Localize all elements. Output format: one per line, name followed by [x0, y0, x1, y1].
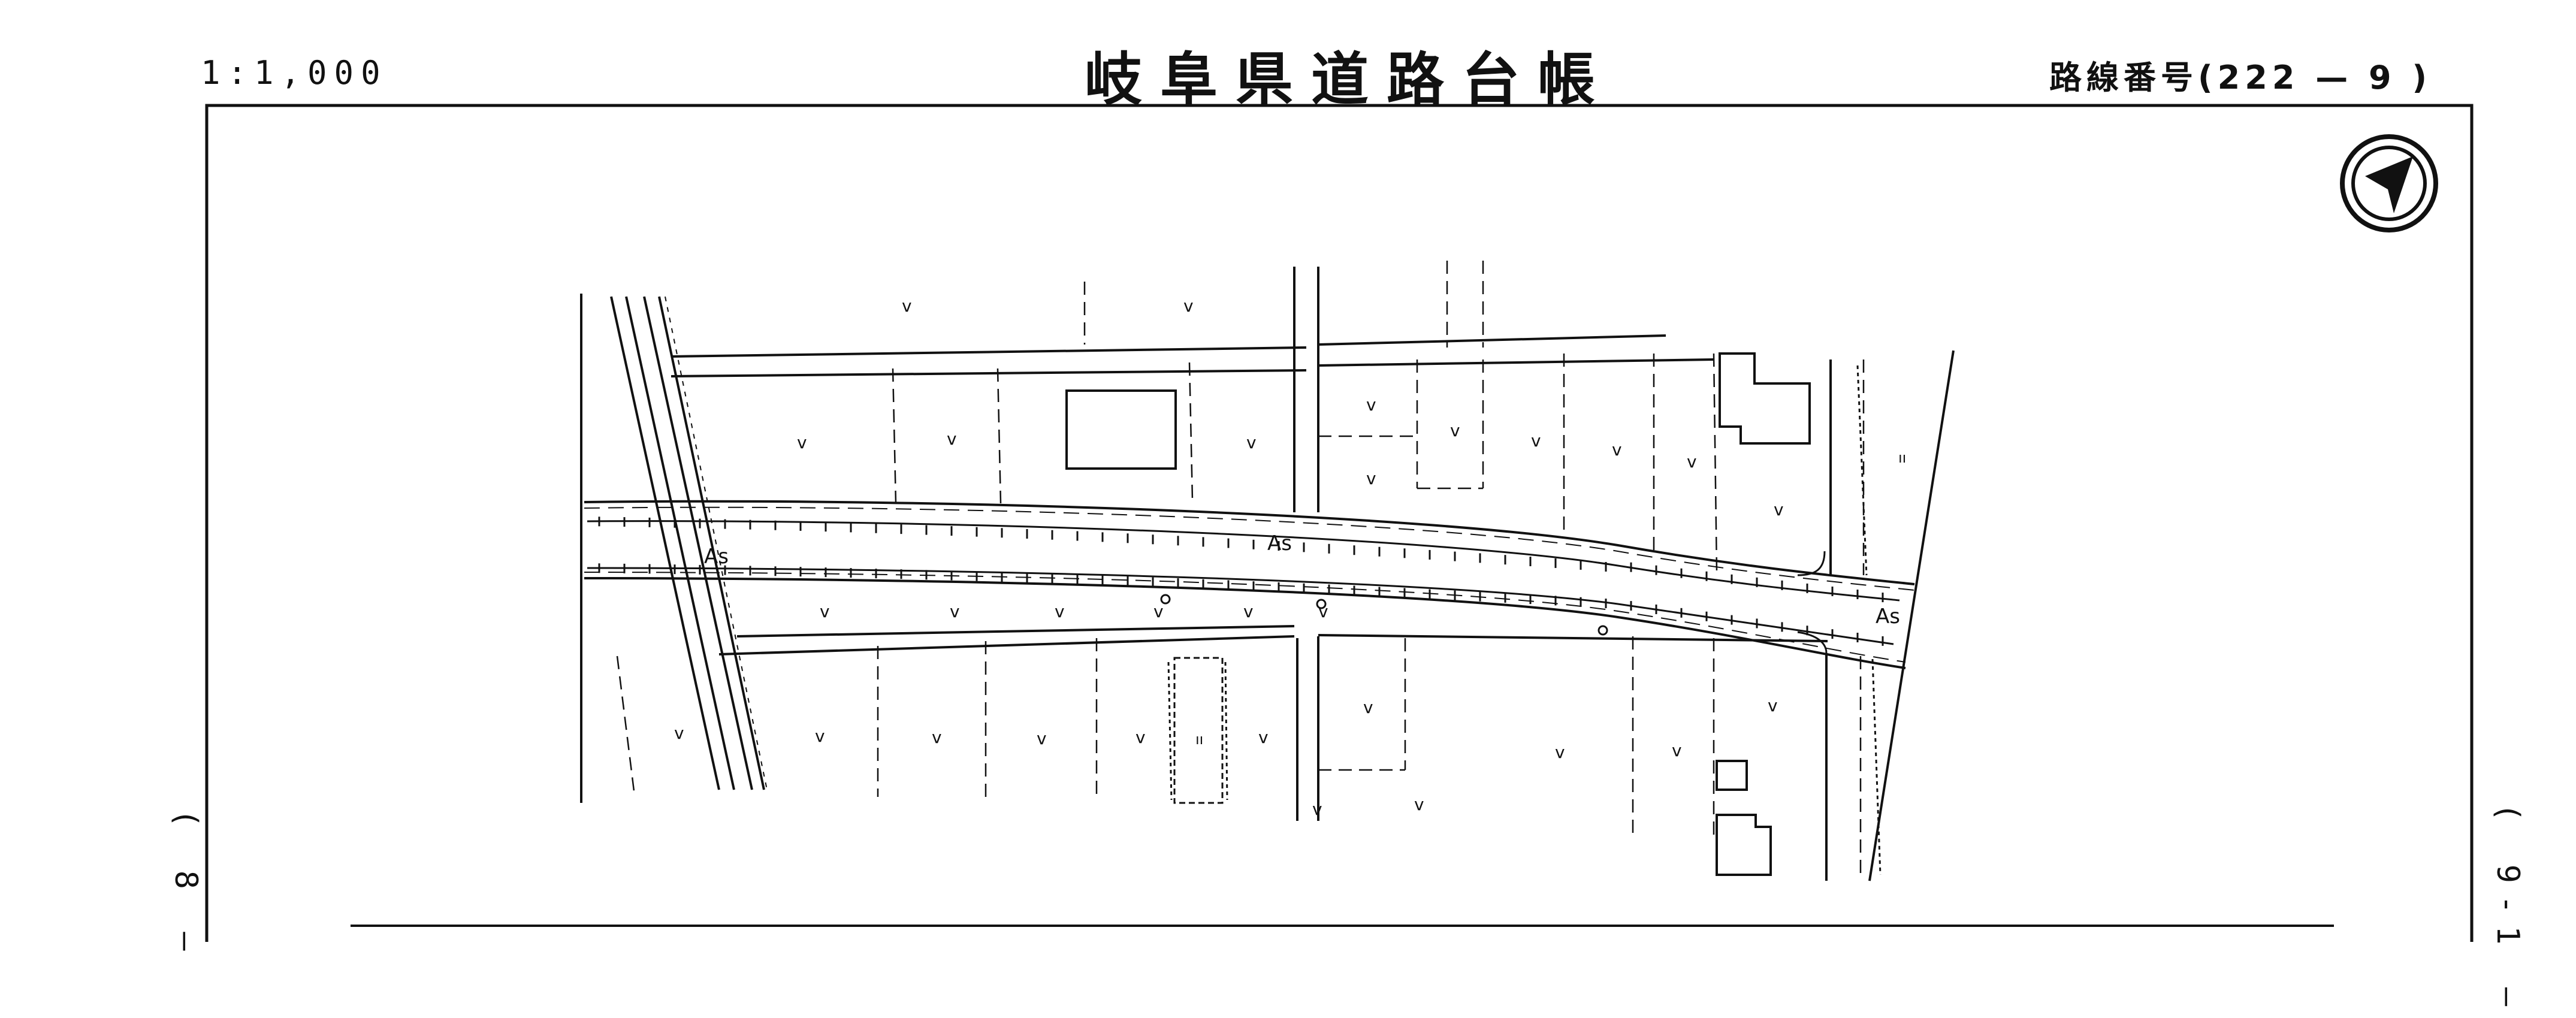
land-use-symbol: v [1243, 602, 1254, 621]
fence-hatching [1167, 365, 1882, 875]
land-use-symbol: v [1774, 500, 1784, 519]
railway [610, 296, 768, 790]
land-use-symbol: v [1055, 602, 1065, 621]
route-number: 路線番号(222 — 9 ) [2049, 59, 2432, 96]
land-use-symbols: v v v v v v v v v v v v v v v v v v v v v v v v v v v v v v [674, 296, 1784, 819]
land-use-symbol: v [1136, 727, 1146, 747]
page-title: 岐阜県道路台帳 [1085, 46, 1613, 113]
pavement-label-as: As [1267, 531, 1292, 555]
land-use-symbol: v [1318, 602, 1328, 621]
land-use-symbol: v [1687, 452, 1697, 472]
land-use-symbol: v [820, 602, 830, 621]
parcel-boundaries [616, 261, 1865, 875]
map-scale: 1:1,000 [201, 54, 388, 92]
land-use-symbol: v [1414, 795, 1424, 814]
land-use-symbol: v [1153, 602, 1164, 621]
land-use-symbol: v [674, 723, 684, 743]
service-roads [671, 334, 1828, 655]
land-use-symbol: v [950, 602, 960, 621]
land-use-symbol: v [1768, 696, 1778, 715]
curb-ticks [598, 516, 1884, 646]
side-streets [580, 267, 1955, 881]
building [1173, 657, 1224, 804]
land-use-symbol: v [1366, 395, 1376, 415]
manhole-icon [1597, 625, 1608, 636]
land-use-symbol: v [1183, 296, 1194, 316]
land-use-symbol: v [1037, 729, 1047, 748]
land-use-symbol: v [1258, 727, 1269, 747]
building [1716, 760, 1748, 791]
land-use-symbol: v [902, 296, 912, 316]
north-arrow-icon [2340, 134, 2438, 232]
land-use-symbol: v [1366, 469, 1376, 488]
land-use-symbol: v [1531, 431, 1541, 451]
pavement-label-as: As [704, 545, 729, 569]
land-use-symbol: v [1672, 741, 1682, 760]
road-edges [584, 500, 1915, 669]
land-use-symbol: v [797, 433, 807, 452]
manhole-icon [1160, 594, 1171, 605]
grass-symbol: ıı [1898, 449, 1906, 466]
land-use-symbol: v [1612, 440, 1622, 460]
land-use-symbol: v [947, 429, 957, 449]
crossing-curve [1797, 551, 1826, 576]
map-frame [205, 104, 2474, 942]
land-use-symbol: v [932, 727, 942, 747]
crossing-curve [1797, 631, 1828, 654]
land-use-symbol: v [1450, 421, 1460, 440]
land-use-symbol: v [1246, 433, 1257, 452]
land-use-symbol: v [1363, 697, 1373, 717]
building [1065, 389, 1177, 470]
land-use-symbol: v [1555, 742, 1565, 762]
building [1719, 352, 1811, 445]
grass-symbol: ıı [1195, 731, 1203, 748]
road-ledger-map: As As As v v v v v v v v v v v v v v v v v v v v v v v v v v v v vv … [205, 104, 2474, 942]
curb-lines [587, 520, 1900, 645]
pavement-label-as: As [1876, 605, 1900, 629]
land-use-symbol: v [1312, 799, 1322, 819]
land-use-symbol: v [815, 726, 825, 746]
manhole-icon [1316, 599, 1327, 609]
building [1716, 814, 1772, 876]
